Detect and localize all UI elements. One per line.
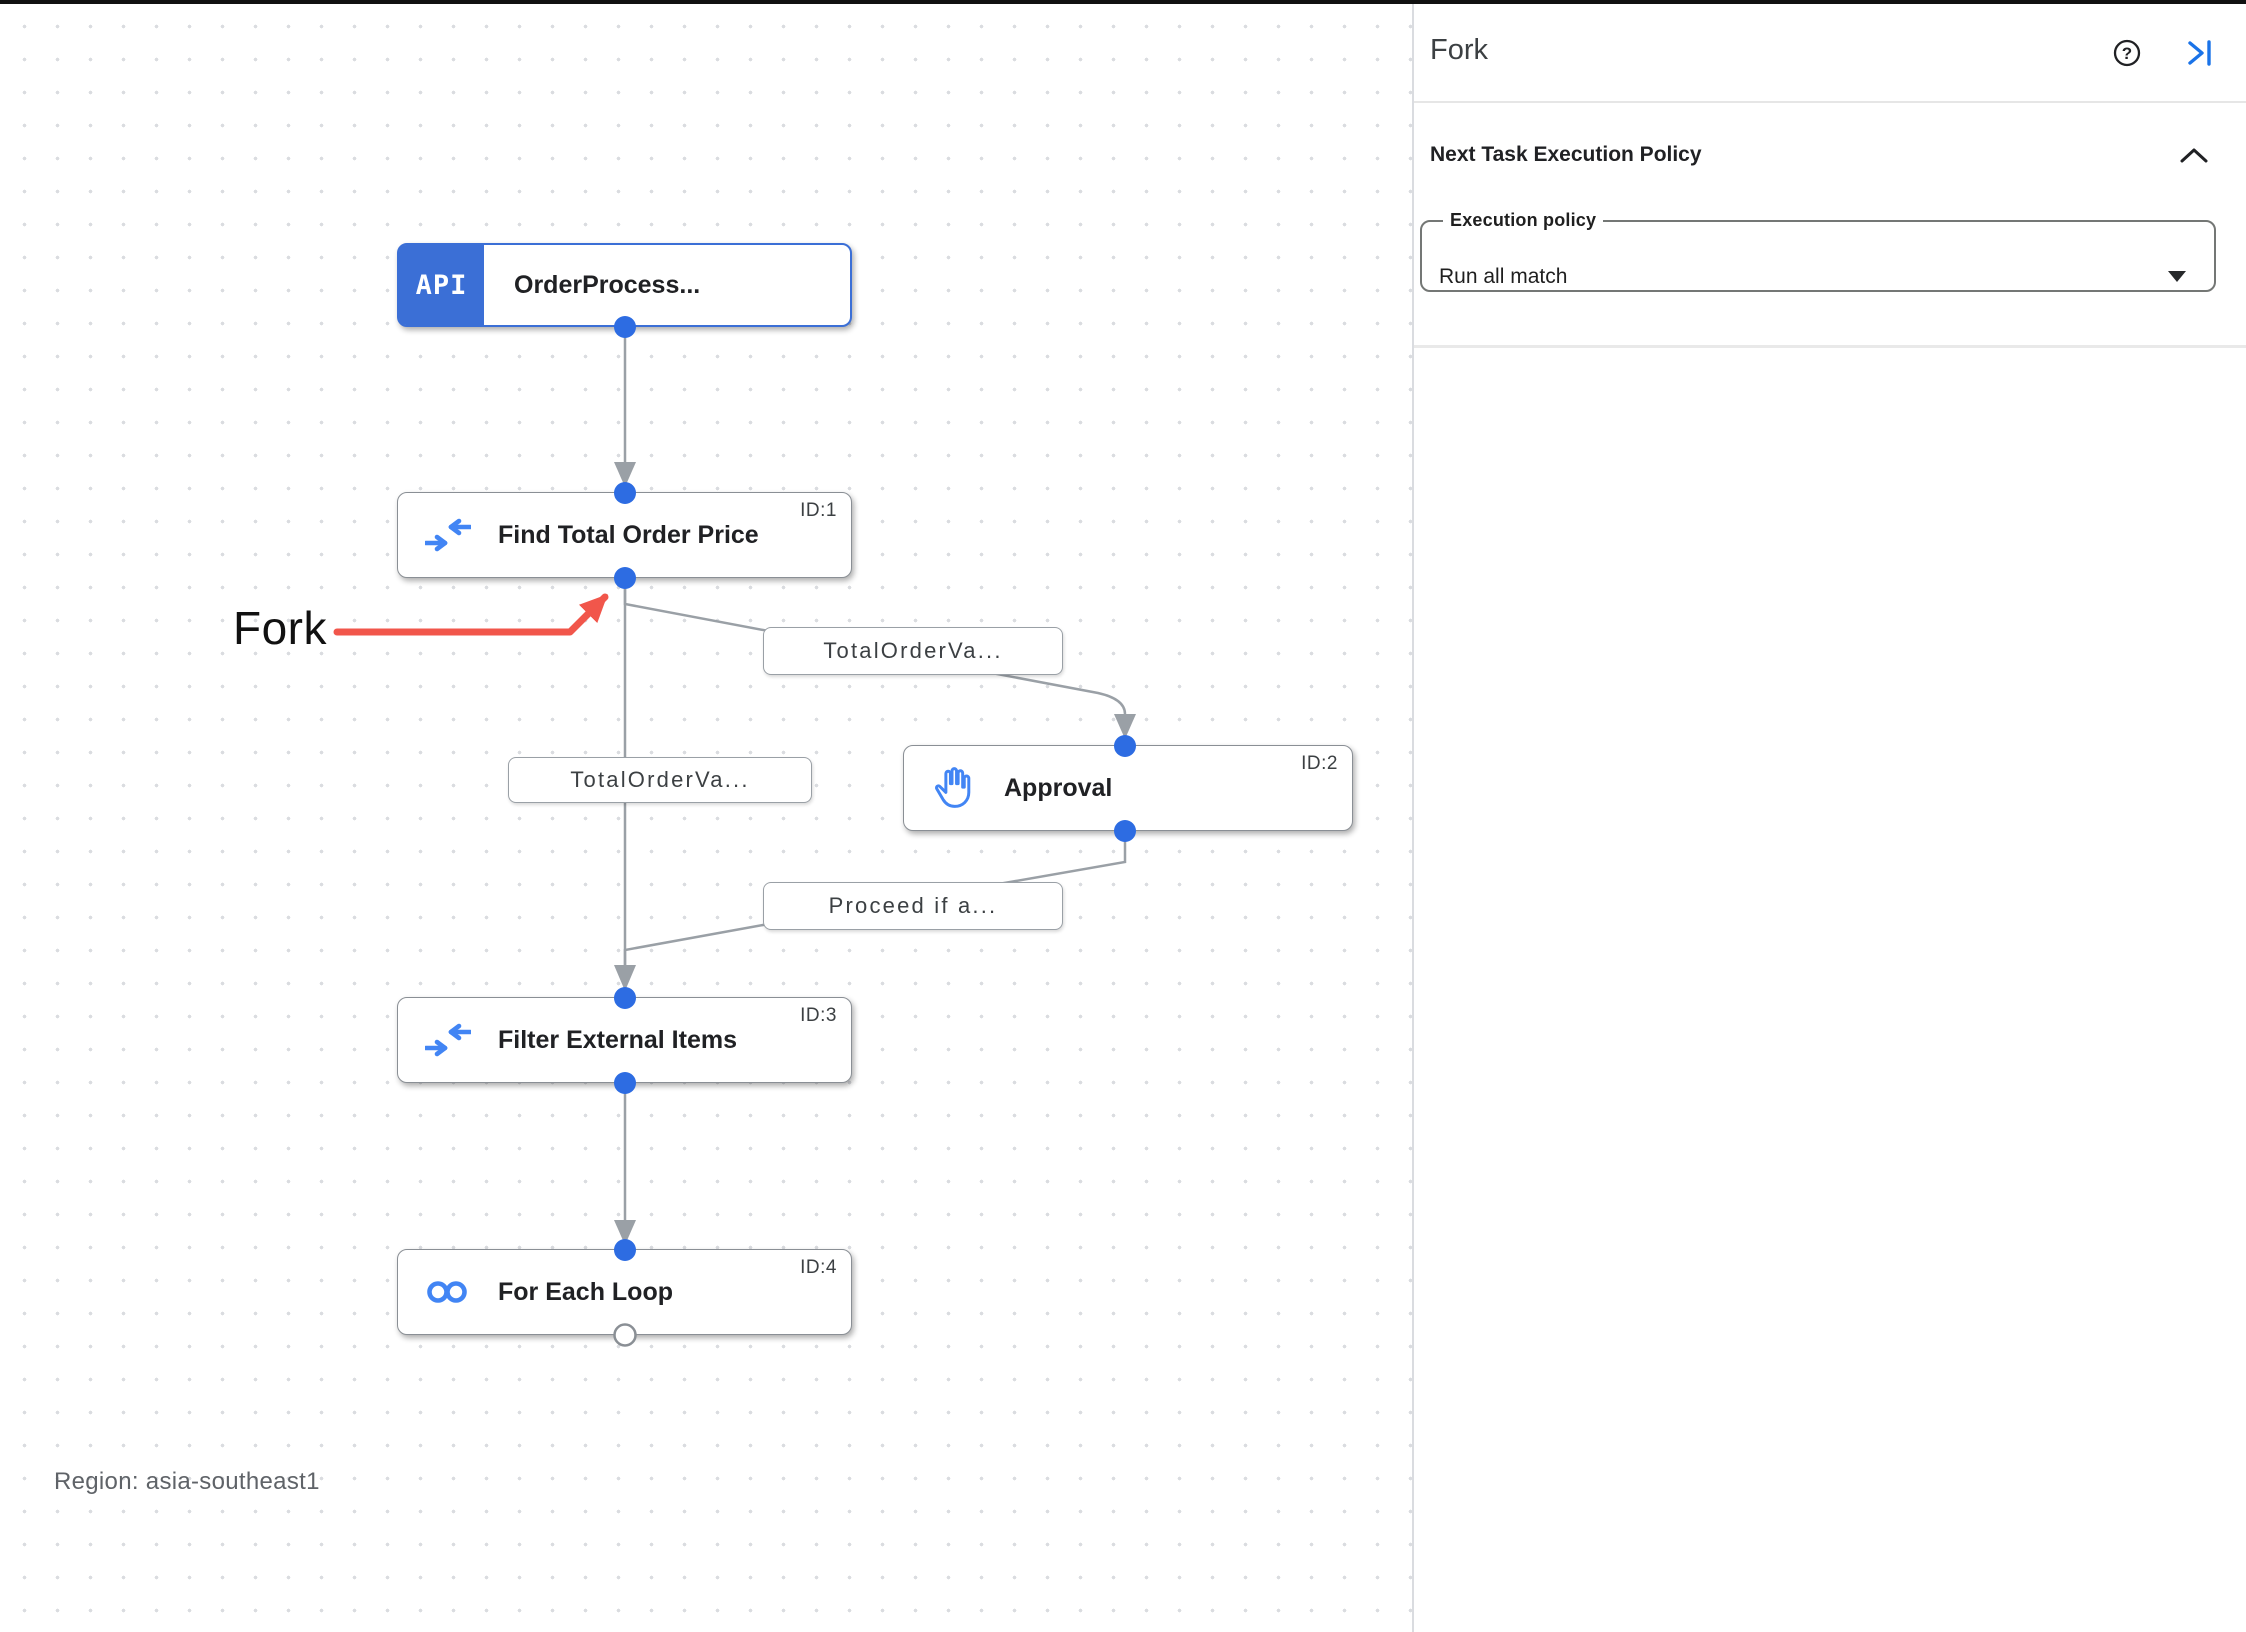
node-id-badge: ID:3 <box>800 1005 837 1026</box>
node-title: OrderProcess... <box>514 270 701 299</box>
collapse-panel-icon[interactable] <box>2184 38 2216 68</box>
node-id-badge: ID:4 <box>800 1257 837 1278</box>
node-id-badge: ID:2 <box>1301 753 1338 774</box>
arrowhead-icon <box>614 965 636 991</box>
divider <box>1414 101 2246 103</box>
arrowhead-icon <box>614 462 636 487</box>
help-icon[interactable]: ? <box>2112 38 2142 68</box>
data-mapping-icon <box>425 1021 471 1059</box>
node-title: For Each Loop <box>498 1277 673 1306</box>
arrowhead-icon <box>1114 714 1136 739</box>
edge-find-to-approval <box>623 578 1127 715</box>
annotation-label: Fork <box>233 602 327 654</box>
execution-policy-select[interactable]: Execution policy Run all match <box>1420 210 2216 292</box>
dropdown-arrow-icon[interactable] <box>2168 271 2186 282</box>
api-trigger-icon: API <box>399 245 484 325</box>
arrowhead-icon <box>614 1220 636 1245</box>
top-border <box>0 0 2246 4</box>
node-id-badge: ID:1 <box>800 500 837 521</box>
node-api-trigger[interactable]: API OrderProcess... <box>397 243 852 327</box>
section-header-next-task-execution-policy[interactable]: Next Task Execution Policy <box>1414 103 2246 173</box>
node-filter-external-items[interactable]: ID:3 Filter External Items <box>397 997 852 1083</box>
section-title: Next Task Execution Policy <box>1430 143 1702 166</box>
node-find-total-order-price[interactable]: ID:1 Find Total Order Price <box>397 492 852 578</box>
svg-text:?: ? <box>2122 44 2132 63</box>
for-each-loop-icon <box>425 1278 473 1306</box>
panel-title: Fork <box>1430 34 1488 66</box>
edge-label-condition[interactable]: TotalOrderVa... <box>508 757 812 803</box>
chevron-up-icon[interactable] <box>2180 147 2208 168</box>
approval-hand-icon <box>931 765 973 811</box>
region-label: Region: asia-southeast1 <box>54 1468 320 1495</box>
config-panel: Fork ? Next Task Execution Policy <box>1412 4 2246 1632</box>
execution-policy-value: Run all match <box>1439 265 1568 288</box>
node-title: Filter External Items <box>498 1025 737 1054</box>
execution-policy-label: Execution policy <box>1450 210 1597 230</box>
edge-label-condition[interactable]: Proceed if a... <box>763 882 1063 930</box>
workflow-canvas[interactable]: API OrderProcess... ID:1 Find Total Orde… <box>0 4 1413 1632</box>
edge-label-condition[interactable]: TotalOrderVa... <box>763 627 1063 675</box>
divider <box>1414 345 2246 348</box>
node-title: Find Total Order Price <box>498 520 759 549</box>
node-title: Approval <box>1004 773 1113 802</box>
data-mapping-icon <box>425 516 471 554</box>
node-for-each-loop[interactable]: ID:4 For Each Loop <box>397 1249 852 1335</box>
node-approval[interactable]: ID:2 Approval <box>903 745 1353 831</box>
panel-header: Fork ? <box>1414 4 2246 101</box>
